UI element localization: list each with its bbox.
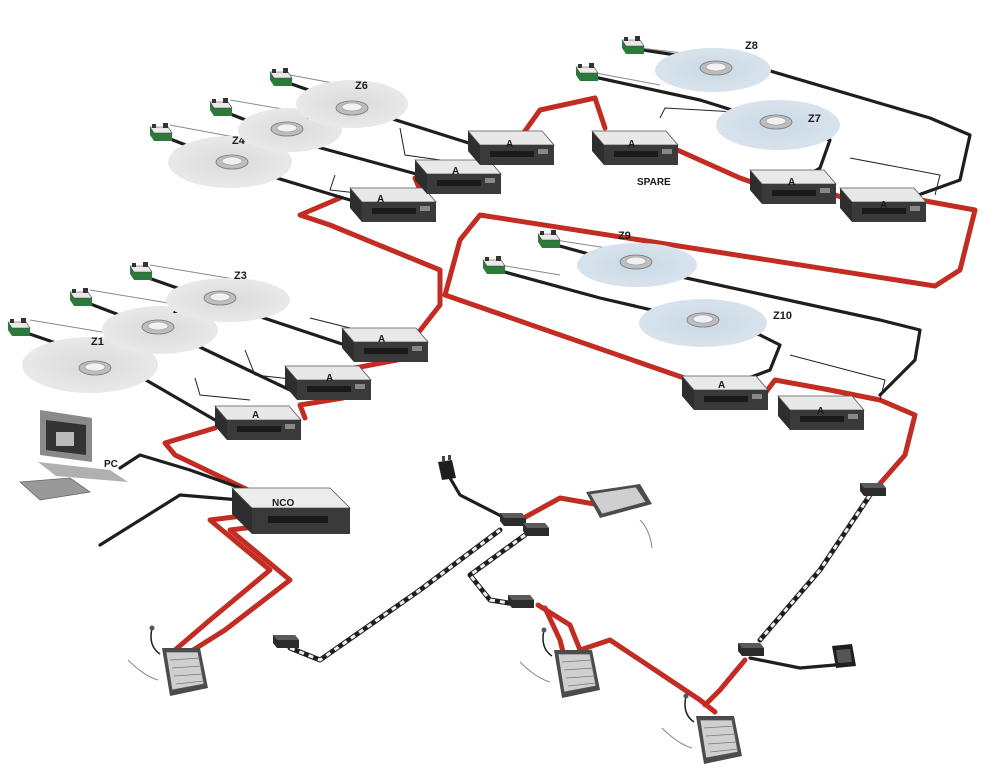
- controller-label: NCO: [272, 498, 294, 509]
- ceiling-speaker-icon: [699, 60, 733, 76]
- zone-z3: Z3: [166, 270, 290, 322]
- amplifier-label: A: [788, 177, 795, 188]
- signal-cable: [488, 266, 782, 387]
- amplifier-unit: A: [467, 130, 555, 166]
- cable-junction-icon: [508, 595, 534, 608]
- wall-control-module-icon: [149, 122, 173, 142]
- amplifier-label: A: [880, 200, 887, 211]
- ceiling-speaker-icon: [270, 121, 304, 137]
- wall-control-module-icon: [575, 62, 599, 82]
- amplifier-unit: A: [414, 159, 502, 195]
- data-cables: [287, 492, 873, 663]
- amplifier-label: A: [378, 334, 385, 345]
- amplifier-label: A: [326, 373, 333, 384]
- wall-control-module-icon: [621, 35, 645, 55]
- amplifier-unit: A: [681, 375, 769, 411]
- zone-z6: Z6: [296, 80, 408, 128]
- speaker-cable: [297, 395, 346, 421]
- zone-label: Z8: [745, 40, 758, 52]
- wall-control-module-icon: [209, 97, 233, 117]
- speaker-cable: [535, 602, 718, 715]
- amplifier-unit: A: [749, 169, 837, 205]
- amplifier-unit: A: [839, 187, 927, 223]
- cable-junction-icon: [860, 483, 886, 496]
- pc-label: PC: [104, 459, 118, 470]
- speaker-cable: [187, 522, 293, 655]
- signal-cable: [748, 656, 837, 670]
- ceiling-speaker-icon: [141, 319, 175, 335]
- amplifier-label: A: [452, 166, 459, 177]
- cable-junction-icon: [523, 523, 549, 536]
- speaker-cable: [297, 195, 443, 363]
- zone-z10: Z10: [639, 299, 792, 347]
- wall-control-module-icon: [269, 67, 293, 87]
- speaker-cable: [517, 495, 603, 523]
- wall-control-module-icon: [7, 317, 31, 337]
- ceiling-speaker-icon: [686, 312, 720, 328]
- wall-control-modules: [7, 35, 645, 337]
- power-adapter-icon: [832, 644, 856, 668]
- zone-z7: Z7: [716, 100, 840, 150]
- amplifier-unit: A: [777, 395, 865, 431]
- signal-cable: [98, 493, 242, 547]
- ceiling-speaker-icon: [203, 290, 237, 306]
- ceiling-speaker-icon: [335, 100, 369, 116]
- zone-z8: Z8: [655, 40, 771, 92]
- network-controller-icon: NCO: [231, 487, 351, 534]
- amplifier-label: A: [377, 194, 384, 205]
- ceiling-speaker-icon: [619, 254, 653, 270]
- amplifier-label: A: [817, 406, 824, 417]
- zone-label: Z10: [773, 310, 792, 322]
- wall-control-module-icon: [129, 261, 153, 281]
- zone-label: Z9: [618, 230, 631, 242]
- amplifier-label: A: [506, 139, 513, 150]
- signal-cable: [448, 476, 507, 520]
- power-adapter-icon: [438, 455, 456, 480]
- ceiling-speaker-icon: [215, 154, 249, 170]
- speaker-cable: [517, 95, 608, 141]
- cable-junction-icon: [738, 643, 764, 656]
- amplifier-unit: A: [214, 405, 302, 441]
- zone-z9: Z9: [577, 230, 697, 287]
- pc-workstation-icon: PC: [19, 410, 128, 501]
- zone-label: Z1: [91, 336, 104, 348]
- paging-desk-station-icon: [127, 624, 209, 697]
- amplifier-label: A: [718, 380, 725, 391]
- ceiling-speaker-icon: [78, 360, 112, 376]
- amplifier-unit: A: [284, 365, 372, 401]
- amplifier-unit-spare: A SPARE: [591, 130, 679, 188]
- zone-label: Z6: [355, 80, 368, 92]
- zone-label: Z3: [234, 270, 247, 282]
- zone-label: Z7: [808, 113, 821, 125]
- zone-z1: Z1: [22, 336, 158, 393]
- amplifier-label: A: [628, 139, 635, 150]
- signal-cable: [118, 453, 262, 497]
- paging-desk-station-icon: [586, 484, 653, 549]
- wall-control-module-icon: [537, 229, 561, 249]
- amplifier-unit: A: [341, 327, 429, 363]
- ceiling-speaker-icon: [759, 114, 793, 130]
- speaker-cable: [172, 512, 273, 653]
- wall-control-module-icon: [69, 287, 93, 307]
- amplifier-unit: A: [349, 187, 437, 223]
- spare-label: SPARE: [637, 177, 671, 188]
- wall-control-module-icon: [482, 255, 506, 275]
- cable-junction-icon: [500, 513, 526, 526]
- speaker-cable: [162, 425, 251, 493]
- speaker-cable: [702, 657, 748, 708]
- cable-junction-icon: [273, 635, 299, 648]
- amplifier-label: A: [252, 410, 259, 421]
